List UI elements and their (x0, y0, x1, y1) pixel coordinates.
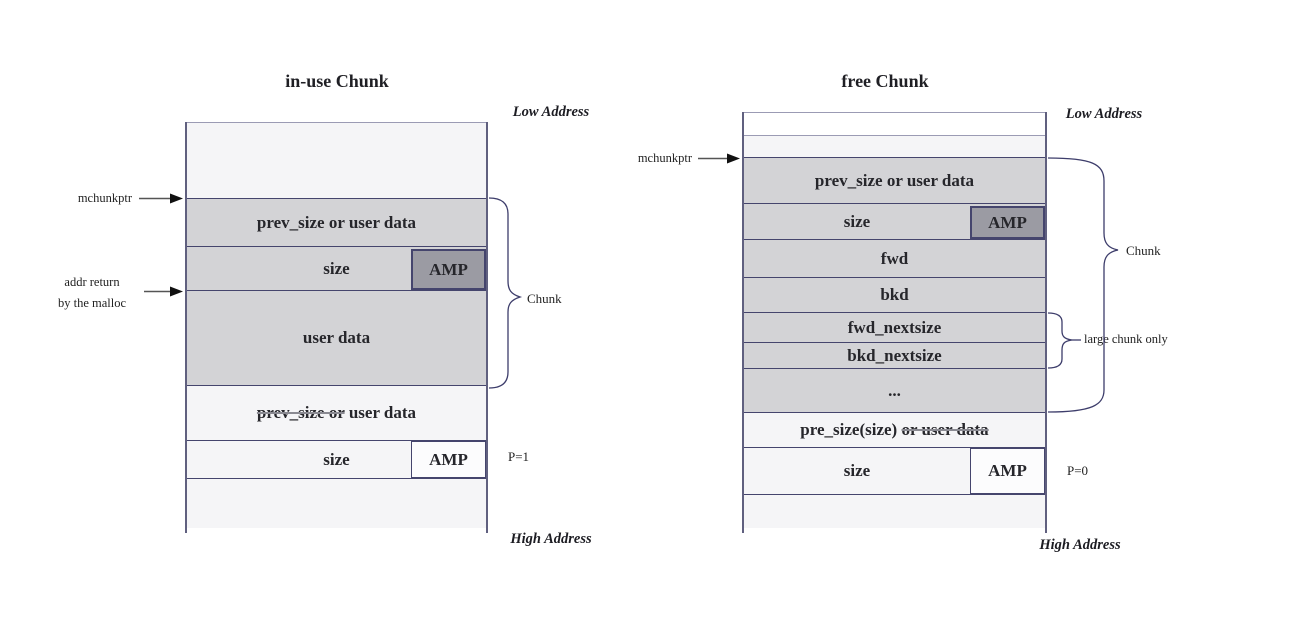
inuse-amp-flag-top-label: AMP (429, 259, 468, 279)
inuse-row-prev-size-label: prev_size or user data (256, 212, 417, 232)
inuse-row-size-label: size (323, 258, 350, 278)
free-row-pre-size: pre_size(size) or user data (744, 412, 1045, 447)
free-row-bkd: bkd (744, 277, 1045, 312)
inuse-amp-flag-bottom-label: AMP (429, 449, 468, 469)
free-row-ellipsis: ... (744, 368, 1045, 412)
inuse-addr-return-label: addr return by the malloc (38, 272, 146, 314)
free-memory-column: prev_size or user data size AMP fwd bkd … (742, 112, 1047, 533)
inuse-row-next-prev-size: prev_size or user data (187, 385, 486, 440)
free-large-chunk-only-label: large chunk only (1084, 332, 1168, 346)
inuse-high-address-label: High Address (510, 531, 592, 547)
free-row-size: size AMP (744, 203, 1045, 239)
free-row-bkd-nextsize-label: bkd_nextsize (847, 345, 942, 365)
inuse-row-filler-top (187, 122, 486, 198)
free-pre-size-struck-text: or user data (901, 420, 989, 439)
inuse-chunk-brace-icon (488, 197, 523, 389)
free-row-ellipsis-label: ... (888, 380, 901, 400)
free-row-next-size: size AMP (744, 447, 1045, 494)
inuse-row-next-size: size AMP (187, 440, 486, 478)
inuse-row-filler-bottom (187, 478, 486, 528)
free-row-bkd-nextsize: bkd_nextsize (744, 342, 1045, 368)
inuse-next-prev-size-rest-text: user data (344, 403, 417, 422)
inuse-row-size: size AMP (187, 246, 486, 290)
free-pre-size-rest-text: pre_size(size) (800, 420, 902, 439)
free-chunk-brace-icon (1047, 157, 1119, 413)
inuse-addr-return-line2: by the malloc (57, 296, 127, 310)
inuse-memory-column: prev_size or user data size AMP user dat… (185, 122, 488, 533)
inuse-chunk-brace-label: Chunk (527, 291, 562, 306)
free-low-address-label: Low Address (1065, 106, 1143, 122)
free-row-filler-top (744, 135, 1045, 157)
inuse-amp-flag-bottom: AMP (411, 441, 486, 478)
free-row-next-size-label: size (843, 461, 871, 480)
free-large-chunk-brace-icon (1047, 312, 1073, 369)
free-row-bkd-label: bkd (880, 285, 909, 304)
free-row-filler-bottom (744, 494, 1045, 528)
inuse-next-prev-size-struck-text: prev_size or (256, 403, 345, 422)
free-chunk-brace-label: Chunk (1126, 243, 1161, 258)
free-row-fwd-label: fwd (880, 248, 909, 268)
free-row-fwd: fwd (744, 239, 1045, 277)
inuse-low-address-label: Low Address (512, 104, 590, 120)
inuse-row-prev-size: prev_size or user data (187, 198, 486, 246)
inuse-mchunkptr-label: mchunkptr (77, 191, 132, 205)
free-high-address-label: High Address (1039, 537, 1121, 553)
free-row-size-label: size (843, 211, 871, 231)
free-amp-flag-top: AMP (970, 206, 1045, 239)
free-row-white-top (744, 112, 1045, 135)
inuse-addr-return-line1: addr return (64, 275, 120, 289)
inuse-p-flag-label: P=1 (508, 449, 530, 464)
inuse-row-next-size-label: size (323, 449, 350, 469)
inuse-row-user-data: user data (187, 290, 486, 385)
inuse-amp-flag-top: AMP (411, 249, 486, 290)
free-amp-flag-bottom: AMP (970, 448, 1045, 494)
inuse-row-next-prev-size-label: prev_size or user data (257, 403, 416, 423)
free-amp-flag-bottom-label: AMP (988, 461, 1027, 480)
free-mchunkptr-label: mchunkptr (637, 151, 692, 165)
inuse-row-user-data-label: user data (302, 328, 371, 347)
inuse-title: in-use Chunk (285, 71, 389, 91)
free-row-fwd-nextsize-label: fwd_nextsize (847, 317, 942, 337)
free-row-prev-size-label: prev_size or user data (814, 170, 975, 190)
free-row-pre-size-label: pre_size(size) or user data (800, 420, 988, 440)
free-row-fwd-nextsize: fwd_nextsize (744, 312, 1045, 342)
free-row-prev-size: prev_size or user data (744, 157, 1045, 203)
free-title: free Chunk (841, 71, 929, 91)
free-p-flag-label: P=0 (1067, 463, 1089, 478)
free-amp-flag-top-label: AMP (988, 212, 1027, 232)
